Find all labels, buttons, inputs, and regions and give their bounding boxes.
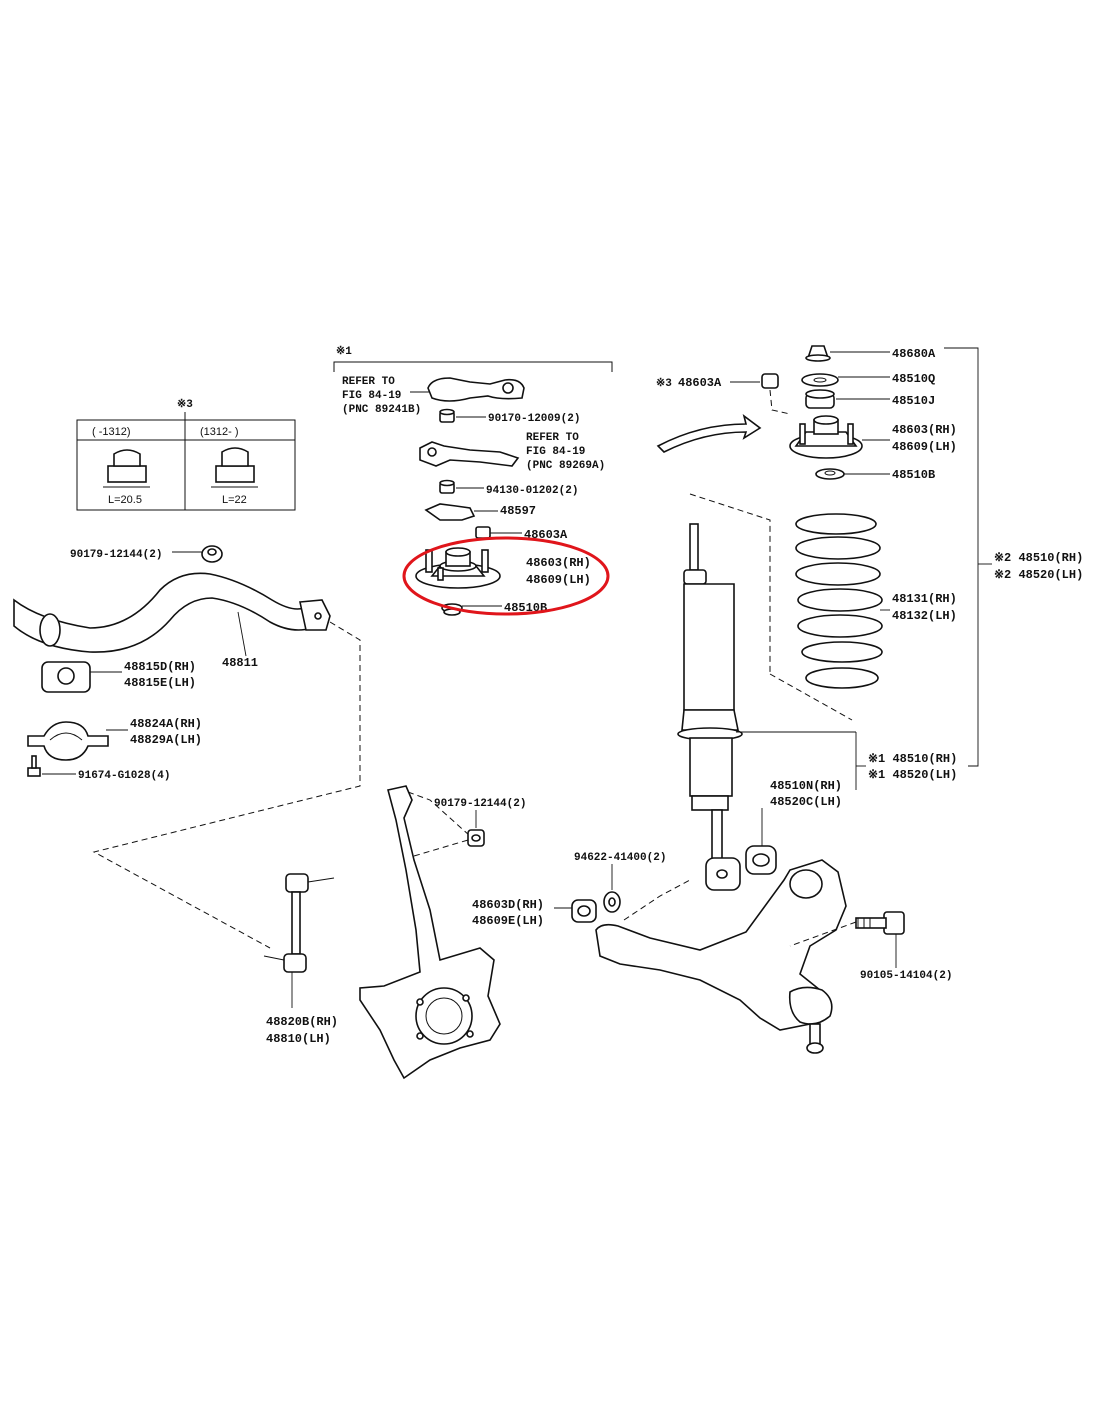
label-94622: 94622-41400(2) (574, 852, 666, 864)
stabilizer-group: 90179-12144(2) 48811 48815D(RH) 48815E(L… (13, 545, 361, 949)
nut-90170-icon (439, 408, 455, 423)
label-90179-mid: 90179-12144(2) (434, 798, 526, 810)
label-94130: 94130-01202(2) (486, 485, 578, 497)
shock-absorber-group: ※1 48510(RH) ※1 48520(LH) 48510N(RH) 485… (677, 493, 957, 891)
label-48609E: 48609E(LH) (472, 914, 544, 928)
bolt-90105-icon (855, 911, 905, 935)
label-48510N: 48510N(RH) (770, 779, 842, 793)
sensor-link-icon (419, 441, 520, 467)
refer-to-label-1c: (PNC 89241B) (342, 404, 421, 416)
bushing-48510N-icon (745, 845, 777, 875)
label-48597: 48597 (500, 504, 536, 518)
steering-knuckle-icon (359, 785, 501, 1080)
label-90170: 90170-12009(2) (488, 413, 580, 425)
label-48603-rh-right: 48603(RH) (892, 423, 957, 437)
label-48520-x1: ※1 48520(LH) (868, 768, 957, 782)
nut-94130-icon (439, 479, 455, 494)
label-48603-rh-center: 48603(RH) (526, 556, 591, 570)
label-48609-lh-right: 48609(LH) (892, 440, 957, 454)
label-48680A: 48680A (892, 347, 936, 361)
table-note-x3: ※3 (177, 398, 193, 411)
stabilizer-dash-line (92, 621, 361, 949)
washer-48510Q-icon (801, 373, 839, 387)
label-48603A-right: 48603A (678, 376, 722, 390)
bushing-48603D-icon (571, 899, 597, 923)
bushing-48510B-right-icon (815, 468, 845, 480)
label-48510B-right: 48510B (892, 468, 935, 482)
refer-to-label-2c: (PNC 89269A) (526, 460, 605, 472)
bolt-dash (789, 921, 857, 947)
highlight-circle (402, 536, 610, 616)
shock-absorber-icon (677, 523, 743, 891)
group-bracket (333, 361, 613, 372)
label-48510J: 48510J (892, 394, 935, 408)
upper-support-icon (415, 547, 501, 589)
stabilizer-link-icon (263, 873, 335, 973)
table-length-20-5: L=20.5 (108, 494, 142, 506)
bolt-91674-icon (27, 755, 41, 777)
label-91674: 91674-G1028(4) (78, 770, 170, 782)
lower-arm-dash (623, 879, 691, 921)
right-upper-stack: ※3 48603A 48680A 48510Q 48510J (656, 345, 1083, 767)
label-48520C: 48520C(LH) (770, 795, 842, 809)
label-90179-top: 90179-12144(2) (70, 549, 162, 561)
note-x1-mark: ※1 (336, 345, 352, 358)
lower-arm-group: 94622-41400(2) 48603D(RH) 48609E(LH) (472, 852, 952, 1054)
lower-control-arm-icon (595, 859, 847, 1054)
label-48603D: 48603D(RH) (472, 898, 544, 912)
assembly-bracket (944, 347, 979, 767)
bushing-48510J-icon (805, 389, 835, 409)
nut-short-icon (103, 449, 150, 488)
label-48824A: 48824A(RH) (130, 717, 202, 731)
label-90105: 90105-14104(2) (860, 970, 952, 982)
coil-spring-icon (795, 513, 883, 689)
label-48815D: 48815D(RH) (124, 660, 196, 674)
upper-support-right-icon (789, 415, 863, 459)
nut-48603A-center-icon (475, 526, 491, 539)
stabilizer-bar-icon (13, 572, 331, 653)
label-48132: 48132(LH) (892, 609, 957, 623)
label-48609-lh-center: 48609(LH) (526, 573, 591, 587)
nut-long-icon (211, 447, 258, 488)
bushing-nut-top-icon (201, 545, 223, 563)
nut-48603A-right-icon (761, 373, 779, 389)
stabilizer-bracket-icon (27, 721, 109, 761)
label-48510-x2: ※2 48510(RH) (994, 551, 1083, 565)
knuckle-dash-line-2 (413, 839, 469, 857)
bracket-48597-icon (424, 503, 476, 521)
label-48603A-right-mark: ※3 (656, 377, 672, 390)
knuckle-dash-line (407, 791, 471, 837)
shock-dash-line-2 (769, 673, 853, 721)
table-length-22: L=22 (222, 494, 247, 506)
right-nut-dash (769, 389, 791, 415)
table-header-post-1312: (1312- ) (200, 426, 239, 438)
label-48811: 48811 (222, 656, 258, 670)
label-48520-x2: ※2 48520(LH) (994, 568, 1083, 582)
shock-dash-line (689, 493, 771, 674)
label-48131: 48131(RH) (892, 592, 957, 606)
upper-mount-group: ※1 REFER TO FIG 84-19 (PNC 89241B) 90170… (333, 345, 613, 616)
label-48815E: 48815E(LH) (124, 676, 196, 690)
stabilizer-bushing-icon (41, 661, 91, 693)
label-48810: 48810(LH) (266, 1032, 331, 1046)
label-48820B: 48820B(RH) (266, 1015, 338, 1029)
cap-48680A-icon (805, 345, 831, 362)
washer-94622-icon (603, 891, 621, 913)
label-48510Q: 48510Q (892, 372, 935, 386)
height-sensor-icon (410, 377, 525, 402)
knuckle-group: 48820B(RH) 48810(LH) 90179-12144(2) (263, 785, 526, 1080)
label-48829A: 48829A(LH) (130, 733, 202, 747)
refer-to-label-1b: FIG 84-19 (342, 390, 401, 402)
nut-spec-table: ※3 ( -1312) (1312- ) L=20.5 L=22 (76, 398, 296, 511)
refer-to-label-2b: FIG 84-19 (526, 446, 585, 458)
assembly-arrow-icon (656, 414, 762, 453)
refer-to-label-1a: REFER TO (342, 376, 395, 388)
refer-to-label-2a: REFER TO (526, 432, 579, 444)
nut-90179-mid-icon (467, 829, 485, 847)
label-48510-x1: ※1 48510(RH) (868, 752, 957, 766)
table-header-pre-1312: ( -1312) (92, 426, 131, 438)
